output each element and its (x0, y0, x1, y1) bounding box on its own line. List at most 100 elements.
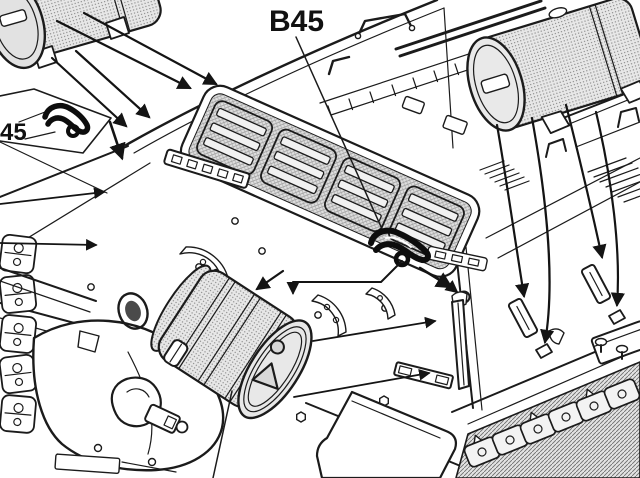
grille-panel (196, 100, 274, 176)
part-label-top: B45 (269, 5, 324, 38)
line-art-detail (408, 24, 416, 32)
track-links-left (0, 233, 38, 434)
line-art-detail (465, 246, 483, 411)
assembly-arrows (50, 11, 626, 398)
engine-deck-grille-assembly (179, 84, 481, 278)
line-art-detail (4, 292, 32, 296)
line-art-detail (617, 107, 640, 128)
arrow-to-drum-center (255, 269, 285, 291)
filler-cap (548, 7, 568, 19)
line-art-detail (507, 297, 539, 339)
line-art-detail (385, 236, 412, 248)
exhaust-stub (117, 292, 149, 330)
line-art-detail (89, 0, 131, 34)
slotted-rail-left (163, 148, 251, 189)
line-art-detail (231, 217, 239, 225)
line-art-detail (434, 250, 447, 260)
fender-box (590, 320, 640, 365)
leader-line-b45 (295, 36, 383, 230)
cap-handle (0, 9, 28, 27)
line-art-detail (209, 122, 261, 151)
mounting-pad (608, 309, 626, 325)
line-art-detail (54, 453, 121, 474)
arrow-to-stay-1 (312, 316, 437, 342)
leader-line-drum-center (212, 390, 233, 478)
line-art-detail (172, 277, 287, 402)
line-art-detail (505, 435, 515, 445)
line-art-detail (589, 401, 599, 411)
line-art-detail (327, 55, 351, 76)
line-art-detail (243, 326, 307, 413)
line-art-detail (0, 88, 112, 154)
line-art-detail (201, 163, 214, 175)
line-art-detail (401, 95, 425, 115)
line-art-detail (617, 389, 627, 399)
louver-vents-left (479, 160, 530, 191)
mounting-pad (535, 343, 553, 359)
line-art-detail (450, 254, 464, 264)
line-art-detail (0, 274, 37, 314)
line-art-detail (580, 263, 612, 305)
line-art-detail (479, 160, 530, 191)
line-art-detail (0, 0, 46, 70)
line-art-detail (169, 343, 183, 363)
line-art-detail (232, 172, 244, 184)
line-art-detail (117, 292, 149, 330)
line-art-detail (533, 424, 543, 434)
hex-bolt (296, 411, 306, 423)
clamp-part-b45-left (42, 103, 91, 138)
line-art-detail (0, 353, 38, 395)
callout-left: 45 (0, 88, 126, 251)
line-art-detail (314, 311, 322, 319)
line-art-detail (0, 267, 97, 302)
tow-shackle (110, 376, 189, 434)
hull-fin (77, 330, 100, 353)
arrow-drum-tl-2 (82, 11, 218, 86)
line-art-detail (0, 314, 37, 354)
track-links-right (455, 361, 640, 478)
line-art-detail (473, 434, 483, 444)
line-art-detail (365, 287, 396, 320)
arrow-to-stay-2 (293, 368, 431, 398)
line-art-detail (4, 371, 32, 377)
line-art-detail (14, 297, 23, 307)
line-art-detail (66, 124, 80, 138)
arrow-drum-tr-3 (564, 103, 607, 260)
line-art-detail (491, 424, 529, 456)
line-art-detail (377, 295, 384, 302)
line-art-detail (163, 148, 251, 189)
cap-handle (480, 73, 511, 94)
arrow-clamp-to-drum (286, 260, 403, 295)
slotted-rail-right (426, 245, 488, 272)
line-art-detail (585, 388, 595, 398)
line-art-detail (477, 447, 487, 457)
line-art-detail (394, 0, 547, 58)
line-art-detail (0, 280, 91, 313)
drum-end-cap (237, 319, 313, 420)
line-art-detail (18, 111, 56, 140)
line-art-detail (603, 378, 640, 410)
line-art-detail (588, 3, 624, 97)
line-art-detail (401, 207, 453, 237)
line-art-detail (561, 412, 571, 422)
line-art-detail (0, 233, 38, 275)
line-art-detail (55, 111, 78, 121)
shackle-pin (175, 420, 189, 434)
line-art-detail (394, 222, 446, 252)
line-art-detail (203, 137, 254, 166)
grille-panel (324, 157, 401, 233)
line-art-detail (463, 434, 501, 468)
line-art-detail (545, 138, 567, 158)
line-art-detail (0, 394, 37, 434)
line-art-detail (4, 412, 32, 416)
line-art-detail (472, 44, 520, 124)
line-art-detail (311, 294, 347, 337)
arrow-drum-tr-4 (594, 110, 626, 308)
line-art-detail (407, 193, 459, 222)
line-art-detail (4, 332, 32, 336)
fuel-drum-top-right (466, 0, 640, 135)
line-art-detail (121, 461, 177, 473)
drum-end-cap (0, 0, 46, 70)
